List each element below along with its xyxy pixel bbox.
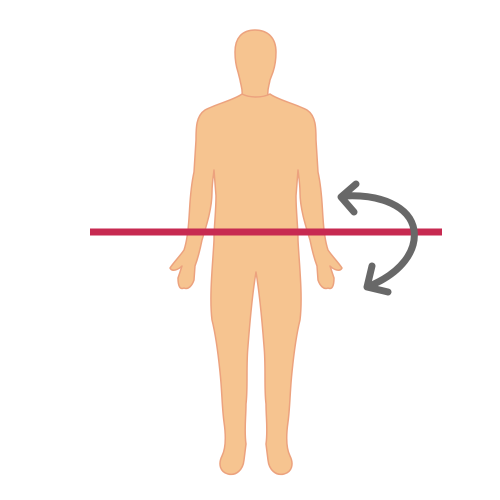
rotation-arrow: [337, 180, 418, 296]
rotation-arrow-head-bottom: [363, 262, 392, 296]
human-body-figure: [169, 29, 343, 476]
rotation-arrow-head-top: [337, 180, 360, 216]
rotation-arrow-arc: [340, 192, 418, 288]
body-silhouette: [169, 93, 343, 476]
